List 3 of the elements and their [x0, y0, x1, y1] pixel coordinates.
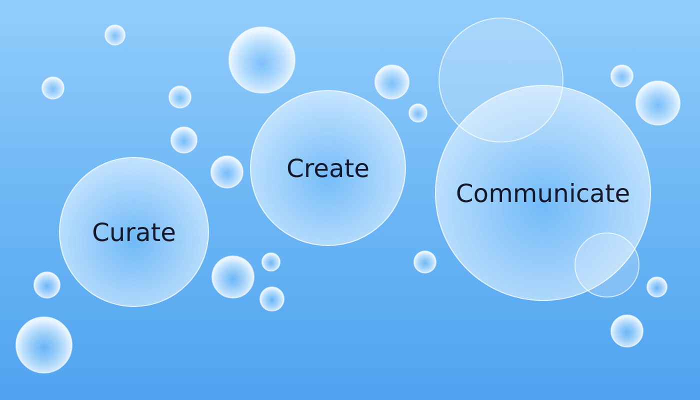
bubble-label: Create — [286, 154, 370, 182]
bubble-label: Communicate — [456, 178, 630, 208]
bubble-label: Curate — [92, 218, 176, 246]
